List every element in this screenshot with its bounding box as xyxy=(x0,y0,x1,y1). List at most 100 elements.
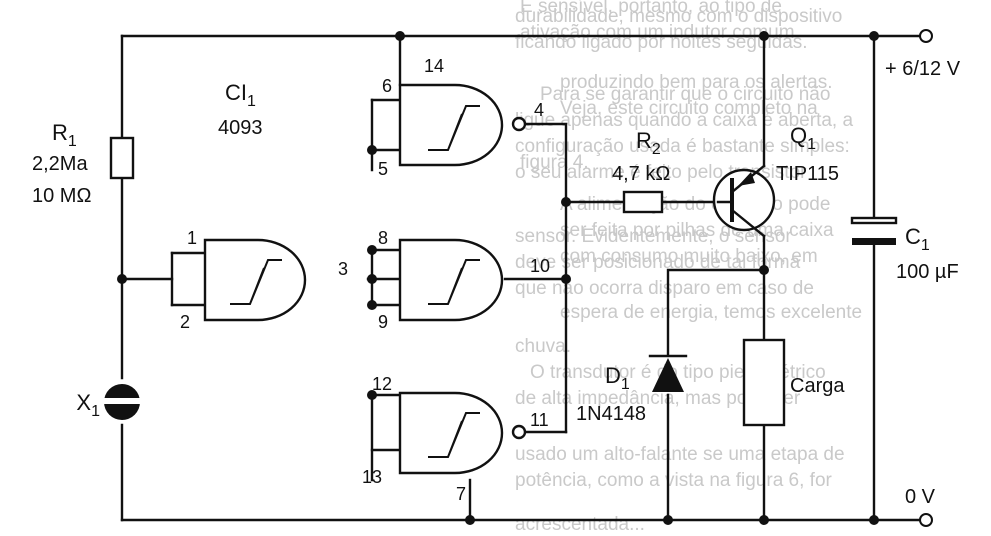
bg-left-5: figura 4. xyxy=(520,152,589,173)
load-label: Carga xyxy=(790,375,845,397)
d1-diode xyxy=(648,354,688,392)
junction-gnd-diode xyxy=(663,515,673,525)
pin-3: 3 xyxy=(338,259,348,279)
labels: R1 2,2Ma 10 MΩ CI1 4093 X1 R2 4,7 kΩ Q1 … xyxy=(32,56,961,508)
bg-line-12: de alta impedância, mas pode ser xyxy=(515,388,801,409)
c1-plate-positive xyxy=(850,216,898,225)
junction-gnd-c1 xyxy=(869,515,879,525)
junction-pin9 xyxy=(367,300,377,310)
gate4-schmitt-icon xyxy=(428,412,480,458)
gate4-body xyxy=(398,391,504,475)
junction-vcc-14 xyxy=(395,31,405,41)
x1-piezo-slot xyxy=(100,398,144,404)
junction-r1-x1 xyxy=(117,274,127,284)
pin-14: 14 xyxy=(424,56,444,76)
r2-resistor xyxy=(622,190,664,214)
d1-label: D1 xyxy=(605,363,630,393)
c1-plate-negative xyxy=(852,238,896,245)
bg-left-4: Veja, este circuito completo na xyxy=(560,98,818,119)
q1-collector-lead xyxy=(730,208,766,238)
bg-line-1: durabilidade, mesmo com o dispositivo xyxy=(515,6,842,27)
pin-7: 7 xyxy=(456,484,466,504)
nand-gate-3 xyxy=(203,238,307,322)
junction-gnd-load xyxy=(759,515,769,525)
gate1-body xyxy=(398,83,504,167)
pin-1: 1 xyxy=(187,228,197,248)
load-block xyxy=(742,338,786,427)
wire-out-bus xyxy=(524,122,568,434)
r1-resistor xyxy=(109,136,135,180)
ic-model: 4093 xyxy=(218,117,263,139)
gate1-bubble xyxy=(511,116,527,132)
junction-gnd-7 xyxy=(465,515,475,525)
pin-6: 6 xyxy=(382,76,392,96)
x1-piezo-transducer xyxy=(100,384,144,420)
nand-gate-2 xyxy=(398,238,504,322)
ground-label: 0 V xyxy=(905,486,936,508)
q1-pnp-transistor xyxy=(712,164,776,238)
c1-capacitor xyxy=(850,216,898,245)
d1-model: 1N4148 xyxy=(576,403,646,425)
gate4-bubble xyxy=(511,424,527,440)
junction-pin10 xyxy=(561,274,571,284)
bg-line-15: acrescentada... xyxy=(515,514,645,535)
junction-pin3 xyxy=(367,274,377,284)
r2-value: 4,7 kΩ xyxy=(612,163,670,185)
junction-pin8 xyxy=(367,245,377,255)
supply-terminal xyxy=(919,29,933,43)
bg-line-3: Para se garantir que o circuito não xyxy=(540,84,830,105)
junction-diode xyxy=(759,265,769,275)
pin-9: 9 xyxy=(378,312,388,332)
x1-label: X1 xyxy=(76,390,100,420)
bg-line-9: que não ocorra disparo em caso de xyxy=(515,278,814,299)
bg-left-8: com consumo muito baixo, em xyxy=(560,246,818,267)
r1-value-2: 10 MΩ xyxy=(32,185,91,207)
gate3-body xyxy=(203,238,307,322)
d1-triangle xyxy=(652,358,684,392)
bg-line-10: chuva. xyxy=(515,336,571,357)
pin-11: 11 xyxy=(530,410,549,430)
junction-pin5 xyxy=(367,145,377,155)
pin-8: 8 xyxy=(378,228,388,248)
bg-line-5: configuração usada é bastante simples: xyxy=(515,136,850,157)
junction-q1-vcc xyxy=(759,31,769,41)
ground-terminal xyxy=(919,513,933,527)
q1-emitter-arrow xyxy=(738,172,755,186)
gate1-schmitt-icon xyxy=(428,105,480,151)
nand-gate-4 xyxy=(398,391,527,475)
r1-value-1: 2,2Ma xyxy=(32,153,88,175)
wires xyxy=(120,34,924,522)
wire-diode-top xyxy=(666,268,766,357)
bg-left-2: ativação com um indutor comum xyxy=(520,22,795,43)
pin-13: 13 xyxy=(362,467,382,487)
supply-label: + 6/12 V xyxy=(885,58,961,80)
bg-left-6: A alimentação do conjunto pode xyxy=(560,194,830,215)
q1-label: Q1 xyxy=(790,123,816,153)
bg-line-8: deve ser posicionado de tal forma xyxy=(515,252,801,273)
ic-label: CI1 xyxy=(225,80,256,110)
r2-label: R2 xyxy=(636,128,661,158)
bg-left-3: produzindo bem para os alertas. xyxy=(560,72,833,93)
bg-left-9: espera de energia, temos excelente xyxy=(560,302,862,323)
bg-line-7: sensor. Evidentemente, o sensor xyxy=(515,226,792,247)
gate2-schmitt-icon xyxy=(428,259,480,305)
pin-2: 2 xyxy=(180,312,190,332)
r1-label: R1 xyxy=(52,120,77,150)
gate2-body xyxy=(398,238,504,322)
c1-label: C1 xyxy=(905,224,930,254)
c1-value: 100 µF xyxy=(896,261,959,283)
pin-4: 4 xyxy=(534,100,544,120)
bg-line-13: usado um alto-falante se uma etapa de xyxy=(515,444,845,465)
pin-5: 5 xyxy=(378,159,388,179)
junction-r2 xyxy=(561,197,571,207)
q1-body xyxy=(712,168,776,232)
nand-gate-1 xyxy=(398,83,527,167)
pin-10: 10 xyxy=(530,256,550,276)
bg-left-7: ser feita por pilhas de uma caixa xyxy=(560,220,834,241)
junction-pin12 xyxy=(367,390,377,400)
junctions xyxy=(117,31,879,525)
pin-12: 12 xyxy=(372,374,392,394)
junction-c1-vcc xyxy=(869,31,879,41)
